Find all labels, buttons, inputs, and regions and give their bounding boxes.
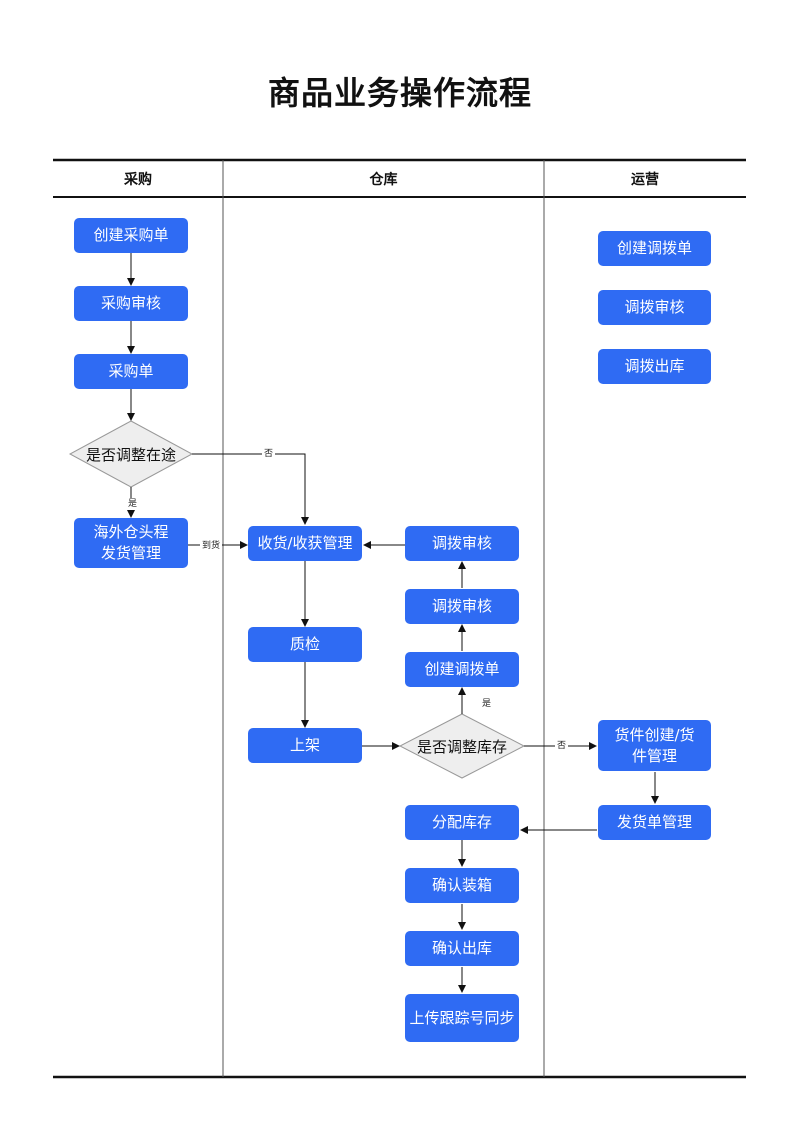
edge-diamond-no	[192, 453, 309, 525]
node-transfer-review-1[interactable]: 调拨审核	[405, 526, 519, 561]
node-overseas-first-leg[interactable]: 海外仓头程 发货管理	[74, 518, 188, 568]
node-shipping-order-management[interactable]: 发货单管理	[598, 805, 711, 840]
lane-header-purchase: 采购	[124, 172, 152, 188]
node-create-purchase-order[interactable]: 创建采购单	[74, 218, 188, 253]
node-ops-transfer-review[interactable]: 调拨审核	[598, 290, 711, 325]
node-receiving[interactable]: 收货/收获管理	[248, 526, 362, 561]
node-allocate-stock[interactable]: 分配库存	[405, 805, 519, 840]
edge-label-yes-transit: 是	[126, 498, 140, 510]
node-upload-tracking[interactable]: 上传跟踪号同步	[405, 994, 519, 1042]
page-title: 商品业务操作流程	[267, 74, 532, 112]
node-confirm-packing[interactable]: 确认装箱	[405, 868, 519, 903]
node-create-transfer-order[interactable]: 创建调拨单	[405, 652, 519, 687]
node-confirm-outbound[interactable]: 确认出库	[405, 931, 519, 966]
edge-label-no-transit: 否	[262, 448, 276, 460]
node-purchase-review[interactable]: 采购审核	[74, 286, 188, 321]
node-transfer-review-2[interactable]: 调拨审核	[405, 589, 519, 624]
edge-label-no-stock: 否	[555, 740, 569, 752]
decision-adjust-in-transit[interactable]: 是否调整在途	[85, 445, 176, 464]
node-shipment-create[interactable]: 货件创建/货 件管理	[598, 720, 711, 771]
node-quality-check[interactable]: 质检	[248, 627, 362, 662]
diamond-adjust-stock	[398, 713, 526, 779]
lane-header-warehouse: 仓库	[369, 172, 398, 188]
node-purchase-order[interactable]: 采购单	[74, 354, 188, 389]
edge-label-arrival: 到货	[200, 540, 223, 552]
node-shelving[interactable]: 上架	[248, 728, 362, 763]
edge-label-yes-stock: 是	[480, 698, 494, 710]
node-ops-transfer-outbound[interactable]: 调拨出库	[598, 349, 711, 384]
decision-adjust-stock[interactable]: 是否调整库存	[416, 737, 507, 756]
node-ops-create-transfer[interactable]: 创建调拨单	[598, 231, 711, 266]
lane-header-operations: 运营	[631, 172, 659, 188]
